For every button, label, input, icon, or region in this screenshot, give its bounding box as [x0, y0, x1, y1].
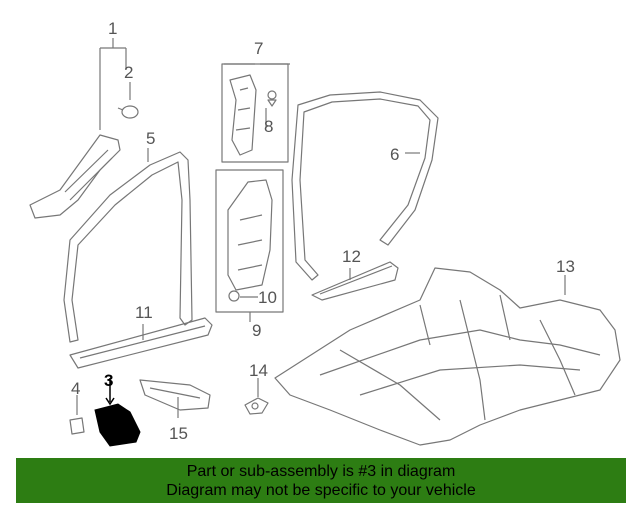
part-13-floor-carpet [274, 267, 621, 446]
info-banner: Part or sub-assembly is #3 in diagram Di… [16, 458, 626, 503]
part-5-weatherstrip [63, 151, 193, 343]
callout-1: 1 [108, 19, 118, 38]
parts-diagram [29, 38, 621, 447]
callout-4: 4 [71, 379, 81, 398]
part-3-highlighted-cover [94, 403, 141, 447]
part-1-pillar-trim [29, 134, 121, 219]
callout-14: 14 [249, 361, 268, 380]
callout-11: 11 [135, 303, 153, 322]
callout-6: 6 [390, 145, 400, 164]
callout-7: 7 [254, 39, 264, 58]
callout-12: 12 [342, 247, 361, 266]
callout-9: 9 [252, 321, 262, 340]
callout-2: 2 [124, 63, 134, 82]
callout-10: 10 [258, 288, 277, 307]
callout-3-highlighted: 3 [104, 371, 114, 390]
banner-line-2: Diagram may not be specific to your vehi… [166, 482, 476, 499]
callout-8: 8 [264, 117, 274, 136]
banner-line-1: Part or sub-assembly is #3 in diagram [186, 463, 456, 480]
callout-15: 15 [169, 424, 188, 443]
callout-13: 13 [556, 257, 575, 276]
part-6-weatherstrip [291, 91, 439, 281]
callout-5: 5 [146, 129, 156, 148]
